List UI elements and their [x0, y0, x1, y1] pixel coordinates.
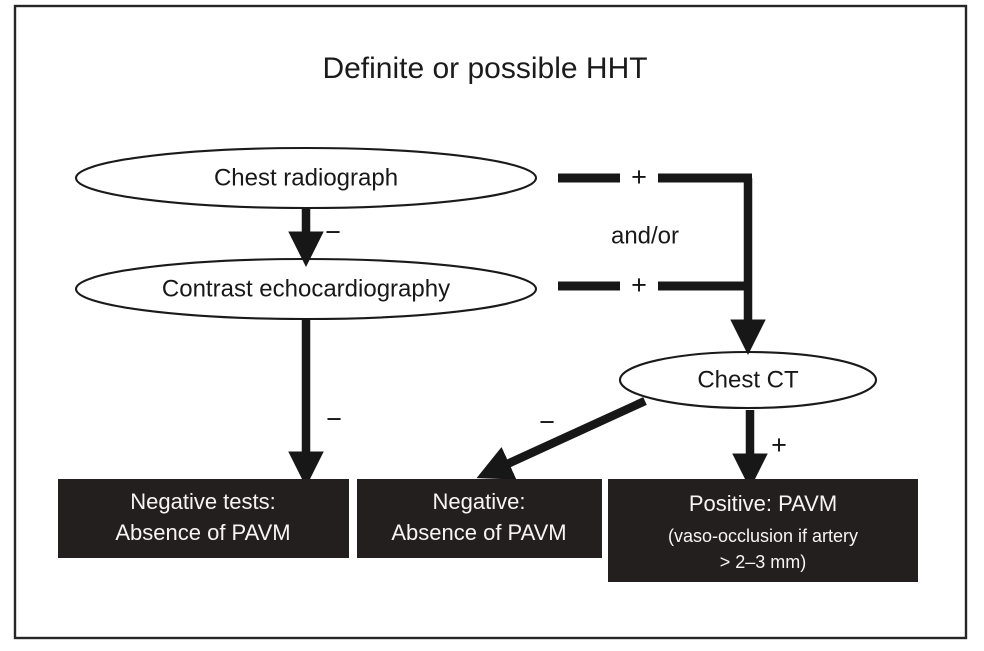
node-chest-radiograph[interactable]: [74, 146, 538, 210]
outcome-negative-tests-box[interactable]: [58, 479, 349, 558]
outcome-positive-pavm-line-1: Positive: PAVM: [689, 491, 837, 516]
label-ct-negative: −: [539, 407, 555, 437]
label-ct-positive: +: [771, 430, 787, 460]
node-contrast-echocardiography-label: Contrast echocardiography: [162, 275, 450, 302]
node-chest-radiograph-label: Chest radiograph: [214, 164, 398, 191]
label-radiograph-positive: +: [631, 162, 647, 192]
arrow-ct-to-negative: [476, 397, 647, 480]
node-chest-ct-label: Chest CT: [697, 366, 799, 393]
outcome-positive-pavm-box[interactable]: [608, 479, 918, 582]
label-radiograph-negative: −: [325, 217, 341, 247]
outcome-negative-ct-line-1: Negative:: [433, 489, 526, 514]
label-and-or: and/or: [611, 222, 679, 249]
page-title: Definite or possible HHT: [322, 52, 647, 85]
outcome-negative-tests-line-1: Negative tests:: [130, 489, 276, 514]
outcome-negative-ct-line-2: Absence of PAVM: [391, 520, 566, 545]
outcome-positive-pavm-line-2: (vaso-occlusion if artery: [668, 526, 858, 546]
outcome-negative-tests-line-2: Absence of PAVM: [115, 520, 290, 545]
label-echo-negative: −: [326, 404, 342, 434]
label-echo-positive: +: [631, 270, 647, 300]
outcome-positive-pavm-line-3: > 2–3 mm): [720, 552, 807, 572]
outcome-negative-ct-box[interactable]: [357, 479, 602, 558]
